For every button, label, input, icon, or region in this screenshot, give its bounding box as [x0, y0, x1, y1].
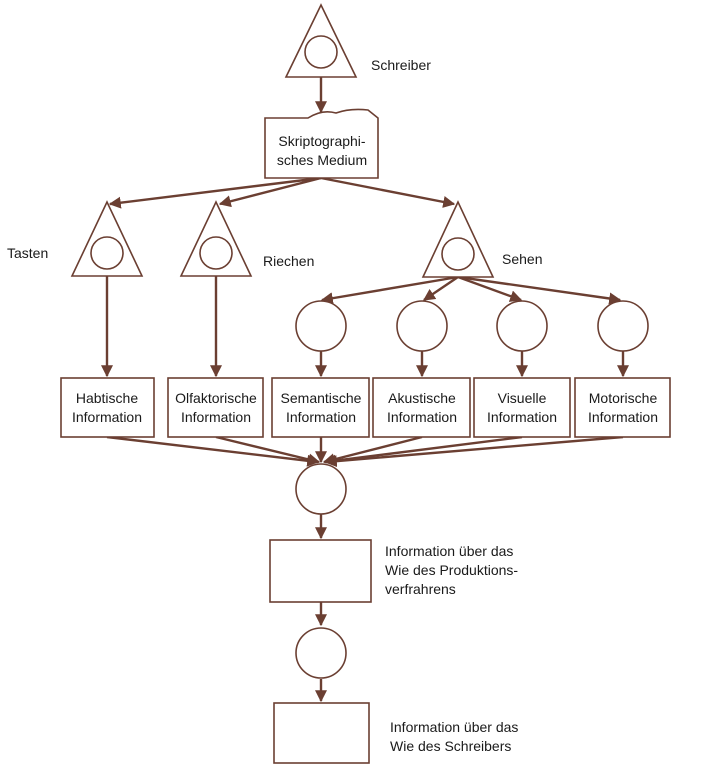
info-box-habtische-line1: Habtische: [76, 390, 138, 406]
circle-semantisch: [295, 300, 347, 352]
writer-info-line1: Information über das: [390, 719, 518, 735]
info-box-olfaktorische-line2: Information: [181, 409, 251, 425]
tasten-label: Tasten: [7, 245, 48, 261]
medium-label-line1: Skriptographi-: [278, 133, 365, 149]
info-box-visuelle-line1: Visuelle: [498, 390, 547, 406]
arrow-motorische-to-merge: [324, 435, 624, 468]
info-box-akustische-line2: Information: [387, 409, 457, 425]
schreiber-node: [284, 3, 358, 78]
info-box-motorische: Motorische Information: [574, 377, 671, 438]
arrow-akustische-to-merge: [322, 435, 423, 466]
production-info-line1: Information über das: [385, 543, 513, 559]
production-info-line2: Wie des Produktions-: [385, 562, 518, 578]
tasten-inner-circle: [90, 236, 124, 270]
info-box-olfaktorische-rect: [167, 377, 264, 438]
arrow-sehen-to-circle-akustisch: [423, 276, 459, 301]
writer-info-line2: Wie des Schreibers: [390, 738, 511, 754]
arrow-olfaktorische-to-merge: [215, 435, 321, 466]
info-box-motorische-line1: Motorische: [589, 390, 658, 406]
circle-visuell: [496, 300, 548, 352]
arrow-sehen-to-circle-semantisch: [320, 275, 459, 305]
info-box-akustische: Akustische Information: [372, 377, 471, 438]
info-box-habtische-rect: [60, 377, 155, 438]
arrow-habtische-to-merge: [106, 435, 320, 467]
info-box-habtische-line2: Information: [72, 409, 142, 425]
arrow-sehen-to-circle-visuell: [457, 275, 523, 302]
schreiber-label: Schreiber: [371, 57, 431, 73]
writer-circle: [295, 627, 347, 679]
medium-node: Skriptographi- sches Medium: [264, 108, 379, 179]
circle-akustisch: [396, 300, 448, 352]
production-info-box: [269, 539, 372, 603]
schreiber-inner-circle: [304, 35, 338, 69]
info-box-semantische-line1: Semantische: [281, 390, 362, 406]
info-box-motorische-rect: [574, 377, 671, 438]
info-box-semantische: Semantische Information: [271, 377, 370, 438]
sehen-inner-circle: [441, 237, 475, 271]
info-box-olfaktorische-line1: Olfaktorische: [175, 390, 257, 406]
medium-label-line2: sches Medium: [277, 152, 367, 168]
arrow-medium-to-sehen: [320, 176, 456, 208]
info-box-akustische-line1: Akustische: [388, 390, 456, 406]
info-box-akustische-rect: [372, 377, 471, 438]
arrow-medium-to-riechen: [218, 176, 322, 208]
info-box-motorische-line2: Information: [588, 409, 658, 425]
connector-arrows: [101, 77, 629, 703]
arrow-visuelle-to-merge: [323, 435, 523, 467]
riechen-node: [179, 200, 253, 277]
info-box-habtische: Habtische Information: [60, 377, 155, 438]
info-box-visuelle-rect: [473, 377, 571, 438]
tasten-node: [70, 200, 144, 277]
info-box-semantische-line2: Information: [286, 409, 356, 425]
info-box-semantische-rect: [271, 377, 370, 438]
circle-motorisch: [597, 300, 649, 352]
sehen-node: [421, 200, 495, 278]
medium-document-shape: [264, 108, 379, 179]
info-box-olfaktorische: Olfaktorische Information: [167, 377, 264, 438]
riechen-inner-circle: [199, 236, 233, 270]
arrow-sehen-to-circle-motorisch: [457, 275, 622, 305]
info-box-visuelle: Visuelle Information: [473, 377, 571, 438]
writer-info-box: [273, 702, 370, 764]
arrow-medium-to-tasten: [108, 176, 322, 209]
info-box-visuelle-line2: Information: [487, 409, 557, 425]
production-info-line3: verfrahrens: [385, 581, 456, 597]
riechen-label: Riechen: [263, 253, 314, 269]
sehen-label: Sehen: [502, 251, 542, 267]
merge-circle: [295, 463, 347, 515]
